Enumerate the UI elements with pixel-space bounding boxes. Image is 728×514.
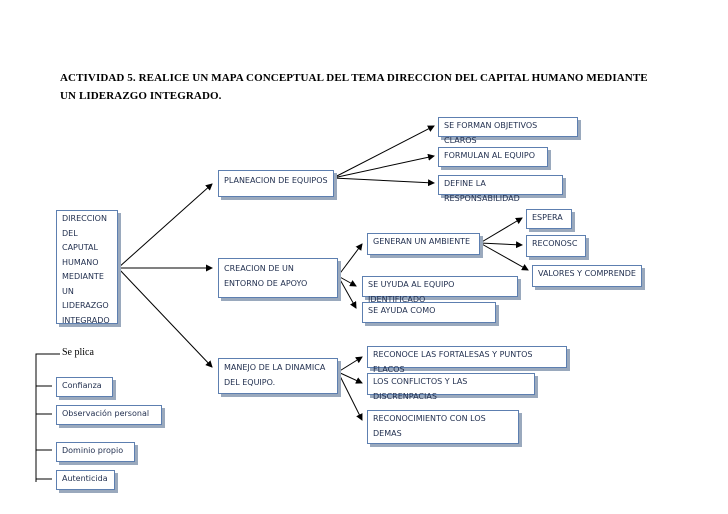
arrow-generan-espera (479, 217, 523, 244)
arrow-planeacion-define (332, 177, 435, 187)
node-objetivos: SE FORMAN OBJETIVOS CLAROS (438, 117, 578, 145)
arrow-manejo-conflictos (337, 371, 363, 384)
node-generan: GENERAN UN AMBIENTE (367, 233, 480, 255)
se-plica-label: Se plica (62, 347, 94, 358)
node-planeacion: PLANEACION DE EQUIPOS (218, 170, 334, 197)
arrow-creacion-generan (337, 243, 363, 277)
arrow-creacion-uyuda (337, 275, 357, 287)
node-reconosc: RECONOSC (526, 235, 586, 257)
node-dominio: Dominio propio (56, 442, 135, 462)
arrow-manejo-reconocimiento (337, 371, 363, 421)
node-confianza: Confianza (56, 377, 113, 397)
node-espera: ESPERA (526, 209, 572, 229)
se-plica-connector (35, 353, 60, 482)
arrow-generan-valores (479, 242, 529, 271)
arrow-planeacion-objetivos (332, 125, 435, 179)
node-conflictos: LOS CONFLICTOS Y LAS DISCRENPACIAS (367, 373, 535, 401)
node-creacion: CREACION DE UN ENTORNO DE APOYO (218, 258, 338, 298)
arrow-planeacion-formulan (332, 153, 435, 179)
arrow-manejo-fortalezas (337, 356, 363, 373)
node-observacion: Observación personal (56, 405, 162, 425)
node-ayuda-como: SE AYUDA COMO (362, 302, 496, 323)
node-define: DEFINE LA RESPONSABILIDAD (438, 175, 563, 203)
node-formulan: FORMULAN AL EQUIPO (438, 147, 548, 167)
node-autenticidad: Autenticida (56, 470, 115, 490)
arrow-root-manejo (117, 267, 213, 368)
node-manejo: MANEJO DE LA DINAMICA DEL EQUIPO. (218, 358, 338, 394)
arrow-creacion-ayuda (337, 275, 357, 309)
node-valores: VALORES Y COMPRENDE (532, 265, 642, 287)
arrow-generan-reconosc (479, 241, 523, 249)
node-fortalezas: RECONOCE LAS FORTALESAS Y PUNTOS FLACOS (367, 346, 567, 374)
arrow-root-planeacion (117, 183, 213, 269)
node-reconocimiento: RECONOCIMIENTO CON LOS DEMAS (367, 410, 519, 444)
node-uyuda: SE UYUDA AL EQUIPO IDENTIFICADO (362, 276, 518, 304)
node-root: DIRECCION DEL CAPUTAL HUMANO MEDIANTE UN… (56, 210, 118, 325)
diagram-title: ACTIVIDAD 5. REALICE UN MAPA CONCEPTUAL … (60, 72, 648, 102)
